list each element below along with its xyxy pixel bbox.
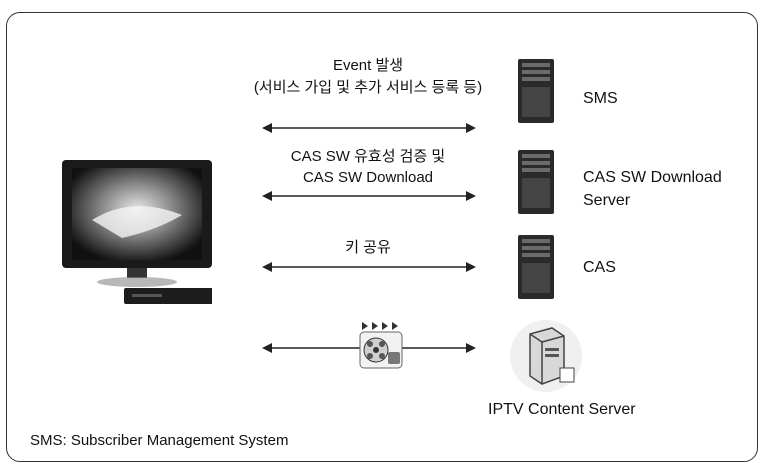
arrow-sms-link [262, 123, 476, 133]
server-label-cas: CAS [583, 259, 616, 276]
server-label-sms: SMS [583, 90, 618, 107]
cas-download-server-icon [518, 150, 554, 214]
iptv-content-server-icon [510, 320, 582, 392]
media-content-icon [359, 322, 403, 369]
cas-server-icon [518, 235, 554, 299]
diagram-frame [6, 12, 758, 462]
sms-server-icon [518, 59, 554, 123]
link-label-key: 키 공유 [345, 239, 391, 256]
server-label-cas-download-line2: Server [583, 192, 631, 209]
arrow-cas-download-link [262, 191, 476, 201]
link-label-cas-line1: CAS SW 유효성 검증 및 [290, 148, 446, 165]
link-label-event-line1: Event 발생 [332, 57, 404, 74]
arrow-cas-link [262, 262, 476, 272]
server-label-cas-download-line1: CAS SW Download [583, 169, 722, 186]
tv-monitor-icon [62, 160, 212, 304]
link-label-event-line2: (서비스 가입 및 추가 서비스 등록 등) [253, 79, 483, 96]
footer-note: SMS: Subscriber Management System [30, 432, 289, 449]
link-label-cas-line2: CAS SW Download [302, 169, 434, 186]
server-label-iptv: IPTV Content Server [488, 401, 636, 418]
